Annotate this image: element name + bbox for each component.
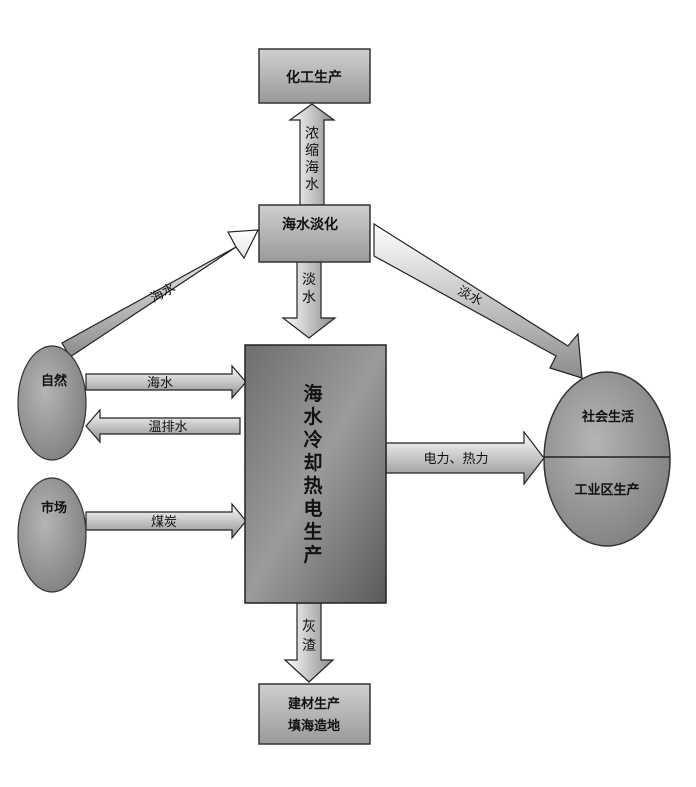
arrow-power-heat bbox=[385, 430, 545, 486]
plant-label-char: 水 bbox=[303, 406, 323, 428]
node-industry-label: 工业区生产 bbox=[574, 482, 639, 498]
node-building-line1: 建材生产 bbox=[288, 696, 340, 712]
brine-label-char: 海 bbox=[305, 160, 319, 176]
node-society-industry bbox=[543, 371, 671, 547]
brine-label-char: 缩 bbox=[305, 143, 319, 159]
node-desalination-label: 海水淡化 bbox=[282, 216, 338, 233]
plant-label-char: 电 bbox=[303, 497, 322, 520]
fresh-down-label-char: 淡 bbox=[302, 272, 316, 288]
node-society-label: 社会生活 bbox=[581, 409, 634, 425]
plant-label-char: 海 bbox=[303, 382, 322, 405]
arrow-seawater-up bbox=[61, 229, 260, 358]
fresh-down-label-char: 水 bbox=[302, 290, 316, 306]
label-power-heat: 电力、热力 bbox=[423, 452, 488, 467]
plant-label-char: 热 bbox=[303, 474, 322, 497]
plant-label-char: 生 bbox=[303, 520, 322, 543]
node-desalination bbox=[258, 204, 371, 263]
node-chemical-production bbox=[258, 48, 371, 104]
plant-label-char: 产 bbox=[303, 543, 322, 566]
node-market-label: 市场 bbox=[41, 500, 67, 516]
plant-label-char: 却 bbox=[303, 452, 322, 474]
ash-label-char: 灰 bbox=[302, 619, 316, 635]
ash-label-char: 渣 bbox=[302, 638, 316, 654]
brine-label-char: 浓 bbox=[305, 126, 319, 142]
brine-label-char: 水 bbox=[305, 177, 319, 193]
node-cooling-power-plant bbox=[244, 344, 387, 604]
node-chemical-production-label: 化工生产 bbox=[286, 69, 342, 86]
arrow-ash bbox=[283, 602, 335, 683]
label-warm-drain: 温排水 bbox=[148, 420, 187, 435]
arrow-freshwater-down bbox=[281, 261, 337, 339]
arrow-seawater-in bbox=[85, 364, 247, 400]
arrow-warm-drain bbox=[85, 408, 241, 444]
label-seawater-in: 海水 bbox=[147, 376, 173, 391]
label-coal: 煤炭 bbox=[151, 515, 177, 530]
node-building-line2: 填海造地 bbox=[288, 718, 340, 734]
node-building-materials bbox=[258, 683, 371, 745]
arrow-brine-up bbox=[288, 103, 336, 206]
arrow-freshwater-right bbox=[373, 222, 583, 379]
plant-label-char: 冷 bbox=[303, 428, 322, 451]
node-nature-label: 自然 bbox=[41, 373, 67, 389]
arrow-coal bbox=[85, 502, 247, 540]
node-market bbox=[17, 477, 87, 593]
node-nature bbox=[17, 345, 87, 461]
